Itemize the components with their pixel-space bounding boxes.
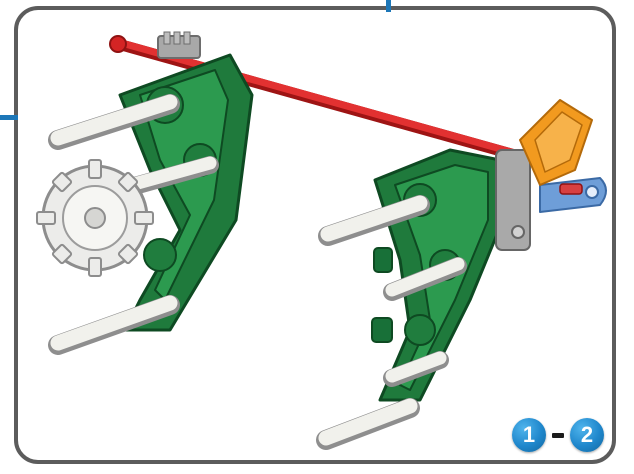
step-end-badge: 2 — [570, 418, 604, 452]
gray-connector-right — [496, 150, 530, 250]
step-range-dash — [552, 433, 564, 438]
blue-hinge — [540, 178, 606, 212]
step-start-badge: 1 — [512, 418, 546, 452]
step-indicator: 1 2 — [512, 418, 604, 452]
gray-connector-left — [158, 32, 200, 58]
